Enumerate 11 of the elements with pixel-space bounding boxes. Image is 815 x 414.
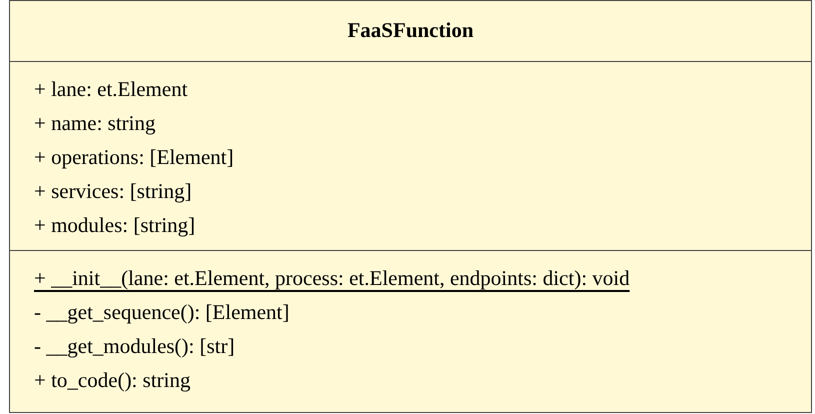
attribute-text: + operations: [Element] bbox=[34, 144, 234, 171]
attribute-text: + modules: [string] bbox=[34, 212, 196, 239]
attribute-text: + services: [string] bbox=[34, 178, 192, 205]
attribute-text: + lane: et.Element bbox=[34, 76, 188, 103]
method-text: - __get_sequence(): [Element] bbox=[34, 299, 290, 326]
class-box bbox=[9, 0, 812, 413]
class-name: FaaSFunction bbox=[347, 17, 474, 44]
method-text: + to_code(): string bbox=[34, 367, 190, 394]
attribute-text: + name: string bbox=[34, 110, 156, 137]
method-text: + __init__(lane: et.Element, process: et.Element, endpoints: dict): void bbox=[34, 265, 630, 292]
method-text: - __get_modules(): [str] bbox=[34, 333, 235, 360]
